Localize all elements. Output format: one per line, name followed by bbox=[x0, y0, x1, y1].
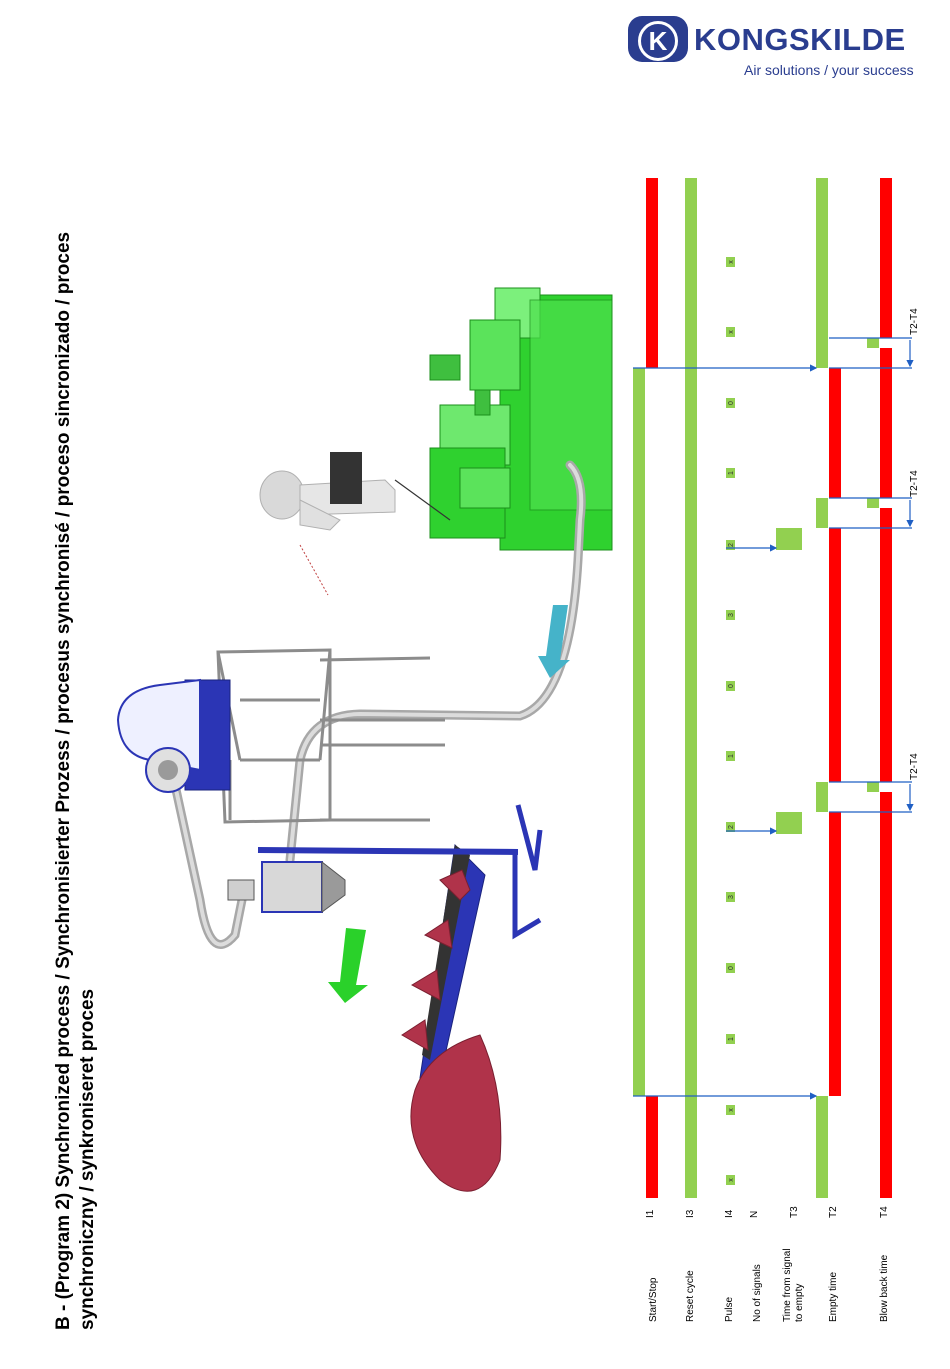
material-piles bbox=[401, 869, 502, 1192]
pulse-value: 3 bbox=[728, 613, 735, 617]
t2-off-segment bbox=[829, 812, 841, 1096]
support-frame bbox=[216, 648, 445, 824]
pulse-value: 0 bbox=[728, 966, 735, 970]
pulse-value: x bbox=[728, 330, 735, 334]
pulse-marker bbox=[726, 751, 735, 761]
pulse-value: 2 bbox=[728, 543, 735, 547]
operator-figure bbox=[259, 452, 451, 596]
t3-pulse bbox=[776, 528, 802, 550]
row-code: I1 bbox=[645, 1209, 656, 1218]
t2-off-segment bbox=[829, 368, 841, 498]
pulse-marker bbox=[726, 327, 735, 337]
pulse-value: x bbox=[728, 1108, 735, 1112]
t4-off-segment bbox=[880, 348, 892, 498]
i1-on-segment bbox=[633, 368, 645, 1096]
pulse-marker bbox=[726, 892, 735, 902]
pulse-marker bbox=[726, 610, 735, 620]
row-code: T3 bbox=[789, 1206, 800, 1218]
t3-pulse bbox=[776, 812, 802, 834]
t2-on-segment bbox=[816, 782, 828, 812]
logo-k-icon: K bbox=[628, 16, 688, 62]
t4-off-segment bbox=[880, 792, 892, 1198]
pulse-value: 1 bbox=[728, 1037, 735, 1041]
i3-on-segment bbox=[685, 178, 697, 1198]
flow-arrow-green-icon bbox=[328, 928, 368, 1003]
t2-t4-label: T2-T4 bbox=[909, 470, 920, 497]
row-label: Blow back time bbox=[879, 1254, 890, 1322]
row-label: to empty bbox=[794, 1284, 805, 1322]
pulse-marker bbox=[726, 963, 735, 973]
cyclone-separator bbox=[227, 860, 346, 913]
row-code: I3 bbox=[685, 1209, 696, 1218]
row-code: N bbox=[749, 1211, 760, 1218]
pulse-marker bbox=[726, 1105, 735, 1115]
pulse-marker bbox=[726, 1175, 735, 1185]
row-label: Pulse bbox=[724, 1297, 735, 1322]
pulse-value: 2 bbox=[728, 825, 735, 829]
pulse-value: x bbox=[728, 260, 735, 264]
pulse-value: x bbox=[728, 1178, 735, 1182]
pulse-marker bbox=[726, 468, 735, 478]
t2-on-segment bbox=[816, 498, 828, 528]
row-code: T4 bbox=[879, 1206, 890, 1218]
t4-on-segment bbox=[867, 782, 879, 792]
i1-off-segment bbox=[646, 178, 658, 368]
t4-off-segment bbox=[880, 508, 892, 782]
t2-on-segment bbox=[816, 178, 828, 368]
t4-off-segment bbox=[880, 178, 892, 338]
pulse-marker bbox=[726, 540, 735, 550]
row-code: I4 bbox=[724, 1209, 735, 1218]
pulse-value: 3 bbox=[728, 895, 735, 899]
pulse-marker bbox=[726, 398, 735, 408]
pulse-value: 0 bbox=[728, 401, 735, 405]
t4-on-segment bbox=[867, 338, 879, 348]
flow-arrow-cyan-icon bbox=[538, 605, 570, 678]
logo-wordmark: KONGSKILDE bbox=[694, 22, 906, 57]
i1-off-segment bbox=[646, 1096, 658, 1198]
row-label: No of signals bbox=[752, 1264, 763, 1322]
row-code: T2 bbox=[828, 1206, 839, 1218]
pulse-marker bbox=[726, 822, 735, 832]
pulse-value: 1 bbox=[728, 754, 735, 758]
t4-on-segment bbox=[867, 498, 879, 508]
row-label: Empty time bbox=[828, 1272, 839, 1322]
kongskilde-logo: K KONGSKILDE Air solutions / your succes… bbox=[626, 14, 926, 84]
pulse-marker bbox=[726, 257, 735, 267]
pulse-value: 1 bbox=[728, 471, 735, 475]
t2-t4-label: T2-T4 bbox=[909, 308, 920, 335]
logo-tagline: Air solutions / your success bbox=[744, 62, 914, 78]
row-label: Start/Stop bbox=[648, 1277, 659, 1322]
pulse-value: 0 bbox=[728, 684, 735, 688]
row-label: Reset cycle bbox=[685, 1270, 696, 1322]
t2-off-segment bbox=[829, 528, 841, 782]
t2-t4-label: T2-T4 bbox=[909, 753, 920, 780]
blower-unit bbox=[116, 678, 231, 793]
t2-on-segment bbox=[816, 1096, 828, 1198]
pulse-marker bbox=[726, 1034, 735, 1044]
production-machine bbox=[429, 287, 613, 551]
pulse-marker bbox=[726, 681, 735, 691]
row-label: Time from signal bbox=[782, 1248, 793, 1322]
